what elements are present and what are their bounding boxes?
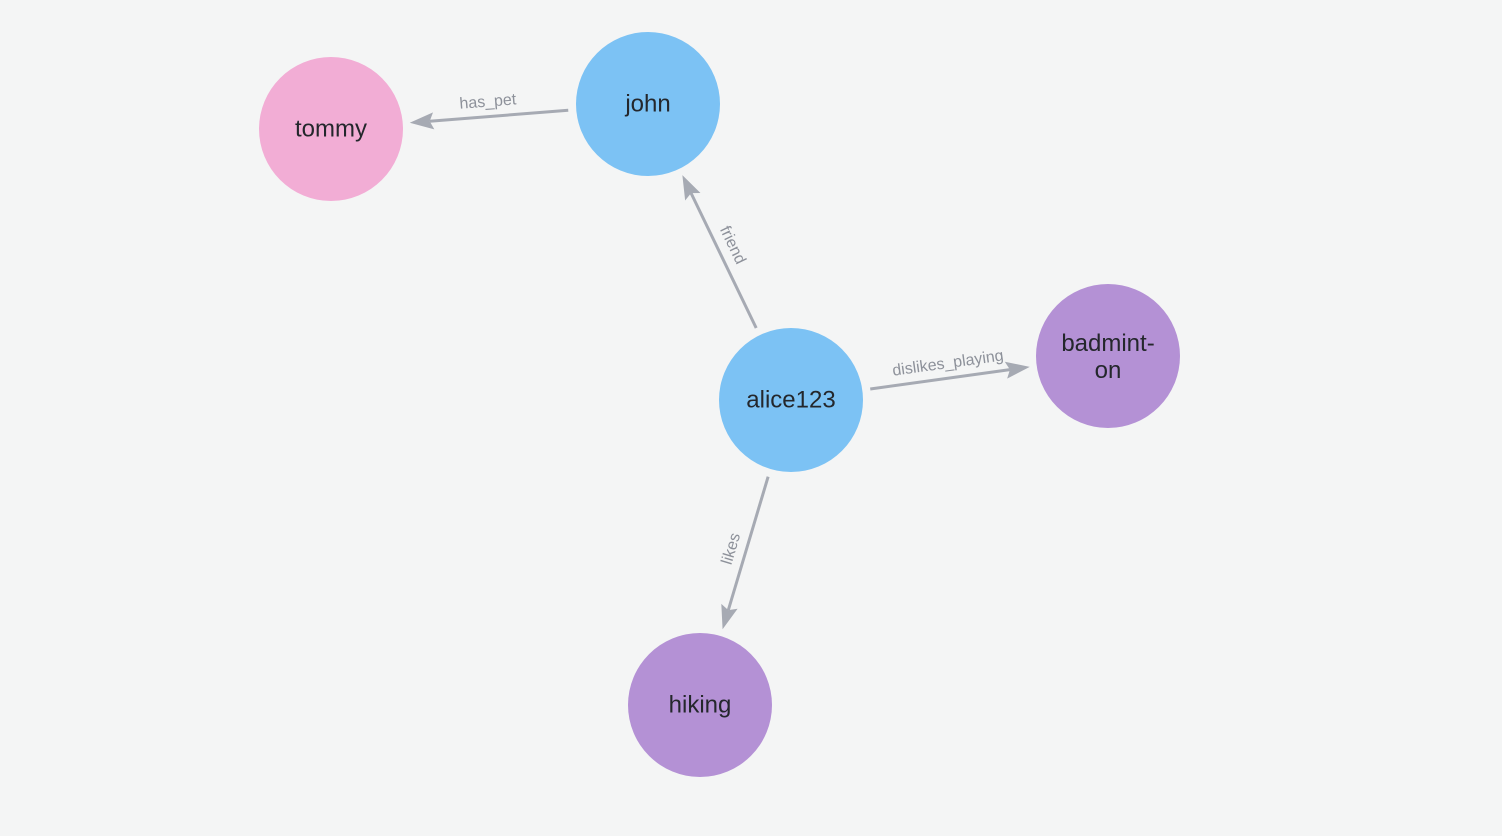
node-label: badmint-on xyxy=(1061,330,1154,384)
node-alice123[interactable]: alice123 xyxy=(719,328,863,472)
node-circle xyxy=(576,32,720,176)
node-label: tommy xyxy=(295,116,367,143)
edge-arrowhead xyxy=(409,112,435,130)
node-hiking[interactable]: hiking xyxy=(628,633,772,777)
node-tommy[interactable]: tommy xyxy=(259,57,403,201)
edge-arrowhead xyxy=(1004,361,1030,379)
edge-likes[interactable]: likes xyxy=(719,476,770,630)
node-john[interactable]: john xyxy=(576,32,720,176)
node-label: hiking xyxy=(669,692,732,719)
edge-line xyxy=(726,476,770,611)
edge-label: dislikes_playing xyxy=(891,347,1004,379)
node-label: john xyxy=(624,91,670,118)
node-label: alice123 xyxy=(746,387,835,414)
edge-dislikes_playing[interactable]: dislikes_playing xyxy=(870,347,1030,391)
edge-arrowhead xyxy=(721,603,738,630)
edge-line xyxy=(429,108,569,123)
node-circle xyxy=(719,328,863,472)
edge-label: friend xyxy=(716,224,749,267)
edge-line xyxy=(689,192,758,329)
edge-friend[interactable]: friend xyxy=(682,175,758,329)
edge-has_pet[interactable]: has_pet xyxy=(409,91,569,130)
edge-arrowhead xyxy=(682,175,701,201)
node-circle xyxy=(628,633,772,777)
edge-label: has_pet xyxy=(459,91,518,112)
node-circle xyxy=(259,57,403,201)
node-badminton[interactable]: badmint-on xyxy=(1036,284,1180,428)
node-circle xyxy=(1036,284,1180,428)
edge-label: likes xyxy=(719,531,744,567)
edge-line xyxy=(870,368,1011,391)
